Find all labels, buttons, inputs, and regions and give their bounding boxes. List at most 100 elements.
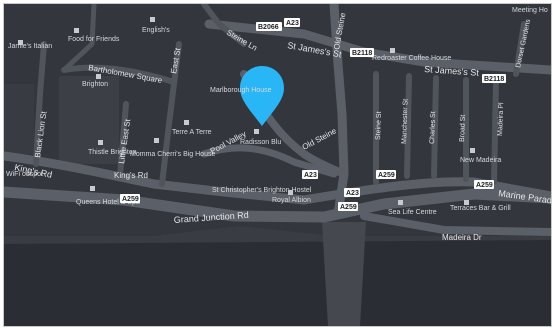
street-label-black-lion: Black Lion St <box>33 110 49 158</box>
place-label: New Madeira <box>460 157 501 164</box>
street-label-madeira-dr: Madeira Dr <box>442 233 482 242</box>
road-kings-rd <box>4 151 551 205</box>
hotel-icon <box>288 190 293 195</box>
place-label: WiFi odspot <box>6 171 43 178</box>
place-label: Meeting Ho <box>512 7 548 14</box>
place-thistle[interactable]: Thistle Brighton <box>88 140 137 156</box>
street-label-manchester: Manchester St <box>401 99 410 144</box>
hotel-icon <box>470 148 475 153</box>
street-label-east-st: East St <box>169 47 182 75</box>
street-label-old-steine-west: Old Steine <box>301 126 339 152</box>
map-view[interactable]: Steine Ln St James's St Old Steine Barth… <box>3 3 552 327</box>
street-label-charles: Charles St <box>429 111 437 144</box>
place-label: Terraces Bar & Grill <box>450 205 511 212</box>
road-steine-ln <box>201 4 247 47</box>
place-label: Radisson Blu <box>240 139 281 146</box>
street-label-st-james-east: St James's St <box>424 64 480 78</box>
road-manchester <box>404 73 412 179</box>
place-jamies[interactable]: Jamie's Italian <box>8 40 52 50</box>
restaurant-icon <box>74 28 79 33</box>
road-bartholomew <box>61 64 177 85</box>
street-label-dorset-gardens: Dorset Gardens <box>515 18 532 68</box>
hotel-icon <box>98 140 103 145</box>
place-terre-a-terre[interactable]: Terre A Terre <box>172 120 212 136</box>
svg-text:B2066: B2066 <box>258 24 279 31</box>
route-shield: B2118 <box>482 74 506 83</box>
place-st-christophers[interactable]: St Christopher's Brighton Hostel <box>212 187 312 194</box>
place-momma-cherris[interactable]: Momma Cherri's Big House <box>130 138 215 158</box>
place-label: Marlborough House <box>210 87 272 94</box>
place-wifi-hotspot[interactable]: WiFi odspot <box>6 171 43 178</box>
place-label: Brighton <box>82 81 108 88</box>
place-label: Momma Cherri's Big House <box>130 151 215 158</box>
restaurant-icon <box>464 200 469 205</box>
svg-text:B2118: B2118 <box>484 76 504 83</box>
svg-text:A23: A23 <box>346 190 359 197</box>
route-shield: A259 <box>474 180 494 189</box>
cafe-icon <box>390 48 395 53</box>
route-shield: A23 <box>284 18 300 27</box>
road-madeira-dr <box>360 212 551 236</box>
place-englishs[interactable]: English's <box>142 17 170 34</box>
road-pool-valley <box>200 144 338 178</box>
place-food-for-friends[interactable]: Food for Friends <box>68 28 120 43</box>
street-label-kings-rd: King's Rd <box>114 171 148 180</box>
hotel-icon <box>254 129 259 134</box>
block <box>4 84 34 154</box>
aquarium-icon <box>398 200 403 205</box>
svg-text:A259: A259 <box>122 196 139 203</box>
svg-text:B2118: B2118 <box>352 50 372 57</box>
road-east-st <box>159 41 182 187</box>
place-new-madeira[interactable]: New Madeira <box>460 148 501 164</box>
restaurant-icon <box>150 17 155 22</box>
place-meeting-house[interactable]: Meeting Ho <box>512 7 548 14</box>
place-redroaster[interactable]: Redroaster Coffee House <box>372 48 451 62</box>
svg-text:A259: A259 <box>476 182 493 189</box>
restaurant-icon <box>184 120 189 125</box>
place-label: Jamie's Italian <box>8 43 52 50</box>
place-brighton[interactable]: Brighton <box>82 74 108 88</box>
route-shield: A23 <box>302 170 318 179</box>
place-label: Thistle Brighton <box>88 149 137 156</box>
svg-text:A23: A23 <box>304 172 317 179</box>
road-north <box>61 4 97 73</box>
place-label: Food for Friends <box>68 36 120 43</box>
route-shield: A23 <box>344 188 360 197</box>
street-label-madeira-pl: Madeira Pl <box>497 102 505 136</box>
sea-area <box>4 236 551 326</box>
map-canvas[interactable]: Steine Ln St James's St Old Steine Barth… <box>4 4 551 326</box>
road-madeira-pl <box>491 79 499 185</box>
place-terraces[interactable]: Terraces Bar & Grill <box>450 200 511 212</box>
poi-icon <box>96 74 101 79</box>
route-shield: A259 <box>376 170 396 179</box>
road-dorset <box>513 21 527 77</box>
svg-text:A23: A23 <box>286 20 299 27</box>
street-label-steine-st: Steine St <box>375 111 383 140</box>
place-radisson[interactable]: Radisson Blu <box>240 129 281 146</box>
svg-text:A259: A259 <box>340 204 357 211</box>
place-label: Redroaster Coffee House <box>372 55 451 62</box>
beach-area <box>4 226 551 244</box>
place-label: English's <box>142 27 170 34</box>
location-pin-icon[interactable] <box>240 66 284 126</box>
hotel-icon <box>90 186 95 191</box>
route-shield: B2066 <box>256 22 282 31</box>
place-sea-life[interactable]: Sea Life Centre <box>388 200 437 216</box>
place-royal-albion[interactable]: Royal Albion <box>272 190 311 204</box>
road-charles <box>431 75 439 179</box>
place-label: Queens Hotel & Spa <box>76 199 140 206</box>
route-shield: A259 <box>338 202 358 211</box>
block-brighton-centre <box>59 76 119 164</box>
route-shield: A259 <box>120 194 140 203</box>
place-label: Terre A Terre <box>172 129 212 136</box>
svg-text:A259: A259 <box>378 172 395 179</box>
route-shield: B2118 <box>350 48 374 57</box>
place-label: Sea Life Centre <box>388 209 437 216</box>
place-marlborough[interactable]: Marlborough House <box>210 87 272 94</box>
restaurant-icon <box>18 40 23 45</box>
road-little-east <box>117 101 129 179</box>
road-black-lion <box>33 41 47 167</box>
place-label: Royal Albion <box>272 197 311 204</box>
place-queens-hotel[interactable]: Queens Hotel & Spa <box>76 186 140 206</box>
place-label: St Christopher's Brighton Hostel <box>212 187 312 194</box>
